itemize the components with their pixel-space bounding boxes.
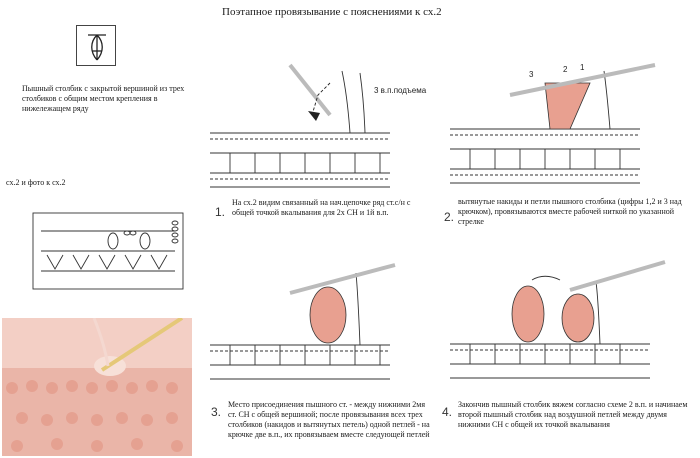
scheme-diagram <box>32 212 184 290</box>
step-2-diagram <box>450 63 656 184</box>
step-3-diagram <box>210 263 396 380</box>
symbol-description: Пышный столбик с закрытой вершиной из тр… <box>22 84 185 113</box>
step-1-diagram <box>210 63 390 188</box>
page-title: Поэтапное провязывание с пояснениями к с… <box>222 6 442 18</box>
step-2-illustration <box>450 55 675 195</box>
step-4-caption: Закончив пышный столбик вяжем согласно с… <box>458 400 688 429</box>
loop-number-3: 3 <box>529 70 534 79</box>
step-4-diagram <box>450 260 666 379</box>
step-1-number: 1. <box>215 205 226 219</box>
chain-label: 3 в.п.подъема <box>374 86 427 95</box>
stitch-symbol-box <box>76 25 116 66</box>
puff-stitch-symbol-icon <box>88 34 106 61</box>
loop-number-2: 2 <box>563 65 568 74</box>
photo-yarn-texture <box>2 318 192 456</box>
step-4-illustration <box>450 260 680 395</box>
crochet-scheme <box>32 212 184 290</box>
step-1-caption: На сх.2 видим связанный на нач.цепочке р… <box>232 198 411 217</box>
step-2-number: 2. <box>444 210 455 224</box>
step-3-illustration <box>210 263 415 395</box>
step-1-illustration <box>210 63 415 195</box>
scheme-reference: сх.2 и фото к сх.2 <box>6 178 66 187</box>
sample-photo <box>2 318 192 456</box>
step-4-number: 4. <box>442 405 453 419</box>
loop-number-1: 1 <box>580 63 585 72</box>
step-2-caption: вытянутые накиды и петли пышного столбик… <box>458 197 682 226</box>
step-3-number: 3. <box>211 405 222 419</box>
step-3-caption: Место присоединения пышного ст. - между … <box>228 400 430 439</box>
